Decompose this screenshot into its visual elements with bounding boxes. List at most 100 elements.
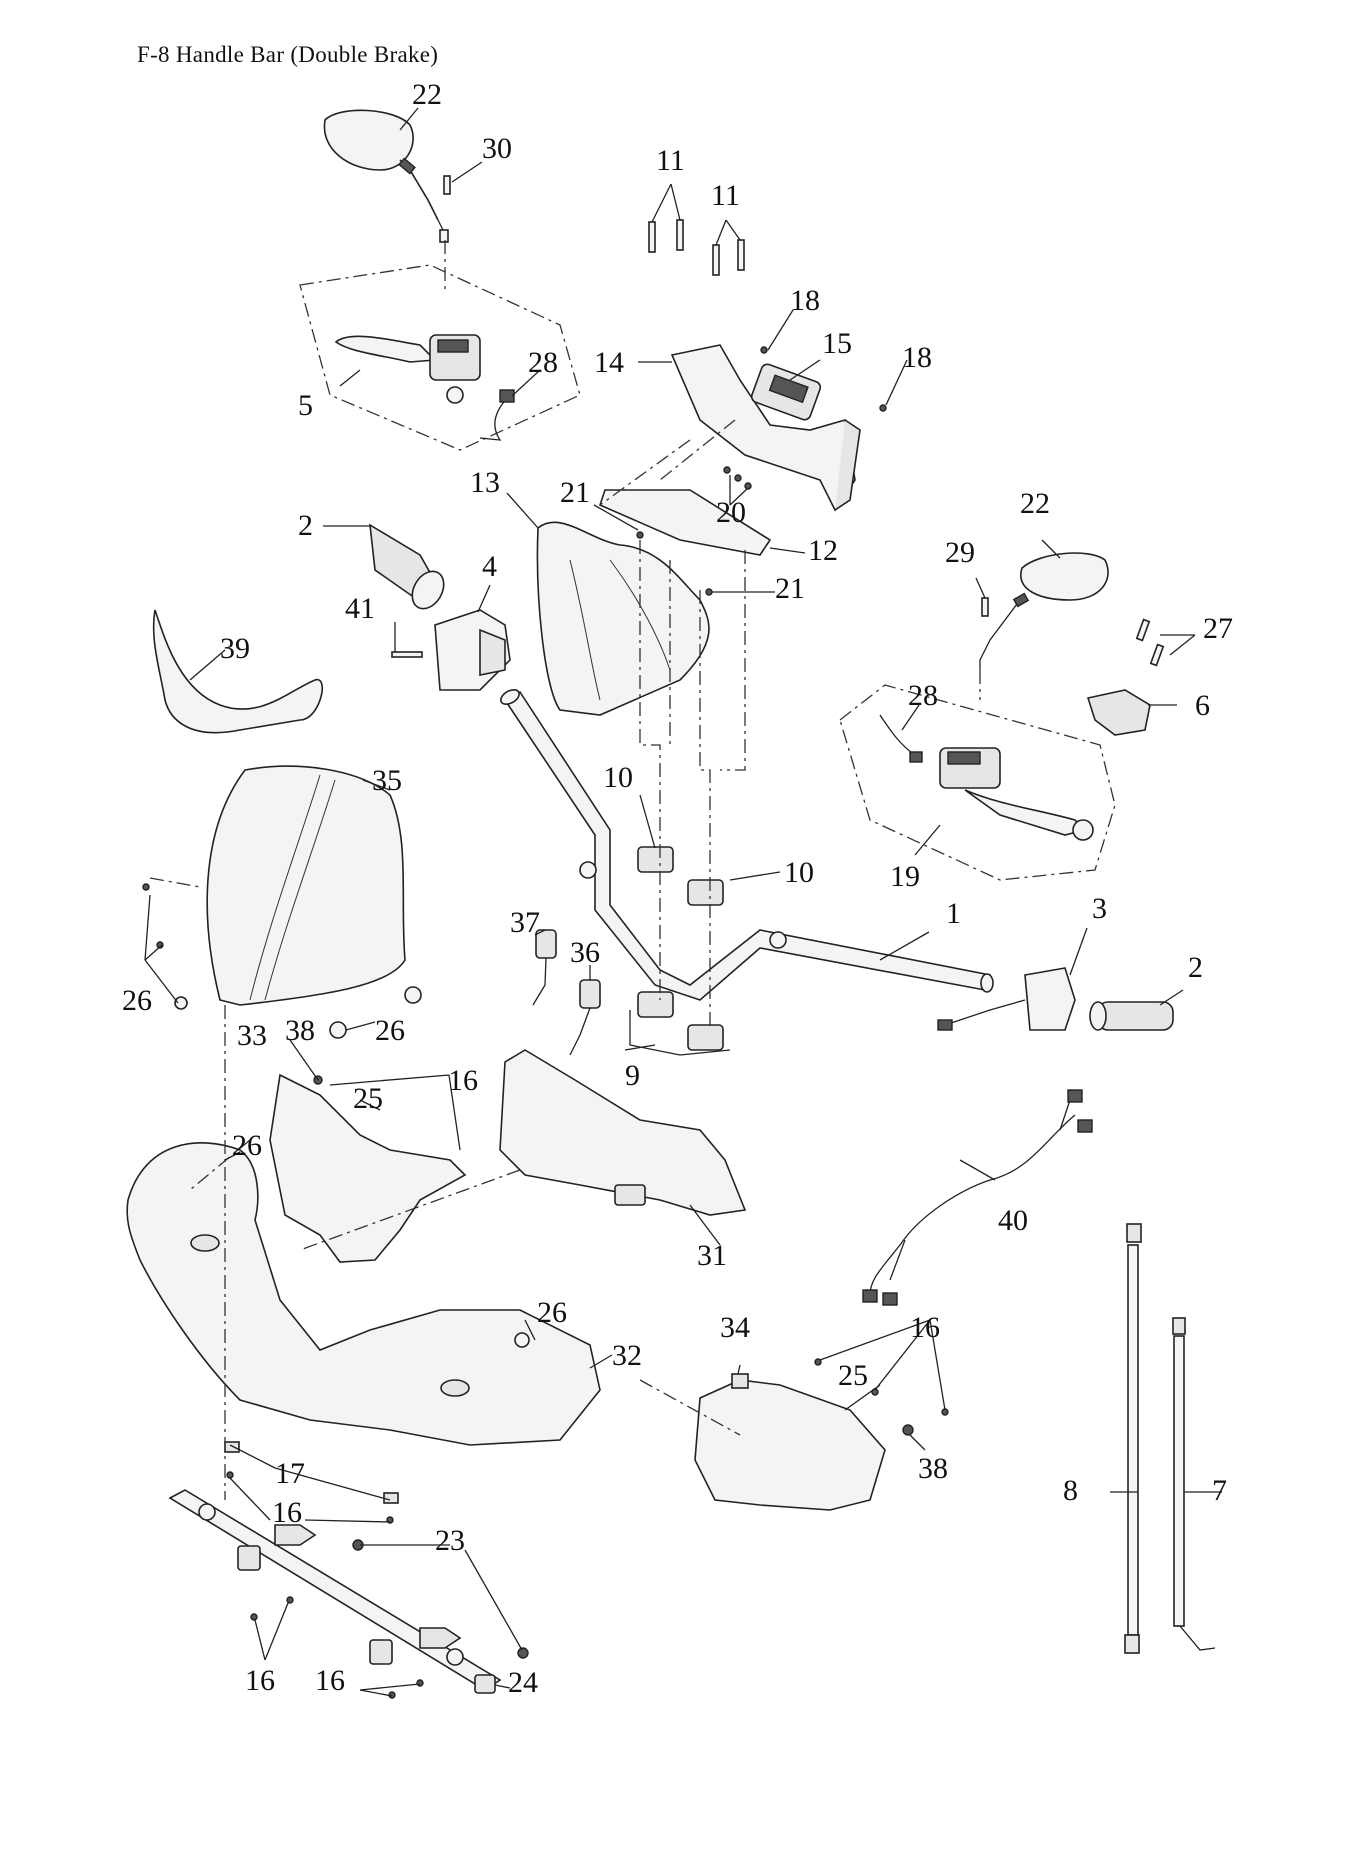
callout-17: 17 [275, 1457, 305, 1490]
callout-10-lower: 10 [784, 856, 814, 889]
callout-3: 3 [1092, 892, 1107, 925]
callout-41: 41 [345, 592, 375, 625]
headlight-cover-13-part [536, 521, 710, 716]
callout-26-d: 26 [537, 1296, 567, 1329]
screw-41-part [391, 651, 423, 658]
callout-29: 29 [945, 536, 975, 569]
bracket-bar-24-part [168, 1489, 502, 1694]
screws-16-right-part [814, 1358, 949, 1416]
mirror-right-part [979, 552, 1109, 670]
callout-19: 19 [890, 860, 920, 893]
callout-1: 1 [946, 897, 961, 930]
screw-18-right-part [879, 404, 887, 412]
callout-9: 9 [625, 1059, 640, 1092]
callout-4: 4 [482, 550, 497, 583]
callout-7: 7 [1212, 1474, 1227, 1507]
rivet-26-part [404, 986, 422, 1004]
grip-left-part [369, 523, 445, 610]
callout-38-upper: 38 [285, 1014, 315, 1047]
callout-11-left: 11 [656, 144, 685, 177]
callout-12: 12 [808, 534, 838, 567]
callout-22-right: 22 [1020, 487, 1050, 520]
cable-8-part [1124, 1223, 1142, 1654]
callout-16-c: 16 [272, 1496, 302, 1529]
screws-20-part [723, 466, 752, 490]
callout-39: 39 [220, 632, 250, 665]
rivet-26-front-part [514, 1332, 530, 1348]
screws-26-left-part [142, 883, 188, 1010]
callout-20: 20 [716, 496, 746, 529]
switch-4-part [434, 609, 511, 691]
callout-10-upper: 10 [603, 761, 633, 794]
diagram-title: F-8 Handle Bar (Double Brake) [137, 42, 439, 67]
callout-5: 5 [298, 389, 313, 422]
windshield-35-part [206, 765, 406, 1006]
callout-28-left: 28 [528, 346, 558, 379]
callout-16-a: 16 [448, 1064, 478, 1097]
mirror-left-part [323, 109, 449, 243]
cover-31-part [499, 1049, 747, 1216]
meter-15-part [750, 363, 822, 421]
callout-32: 32 [612, 1339, 642, 1372]
callout-18-right: 18 [902, 341, 932, 374]
panel-33-part [269, 1073, 467, 1263]
screw-21-right-part [705, 588, 713, 596]
socket-36-part [569, 979, 601, 1056]
clips-17-part [224, 1441, 399, 1504]
switch-28-right-part [909, 751, 923, 763]
leader-lines [144, 107, 1222, 1697]
fairing-badge-left [190, 1234, 220, 1252]
clamp-9-bracket-lines [629, 1010, 731, 1056]
callout-38-lower: 38 [918, 1452, 948, 1485]
visor-39-part [152, 609, 323, 734]
callout-25-left: 25 [353, 1082, 383, 1115]
bolt-30-part [443, 175, 451, 195]
bolts-27-part [1135, 618, 1165, 667]
callout-27: 27 [1203, 612, 1233, 645]
bolts-11-part [648, 219, 745, 276]
callout-2-right: 2 [1188, 951, 1203, 984]
grip-right-part [1089, 1001, 1174, 1031]
callout-34: 34 [720, 1311, 750, 1344]
callout-37: 37 [510, 906, 540, 939]
cable-7-part [1172, 1317, 1216, 1651]
upper-cover-14-part [670, 344, 861, 512]
brake-lever-left-part [334, 334, 481, 404]
callout-22-left: 22 [412, 78, 442, 111]
front-fairing-32-part [126, 1142, 601, 1446]
nut-38-lower-part [902, 1424, 914, 1436]
callout-26-a: 26 [122, 984, 152, 1017]
callout-labels: 1 2 2 3 4 5 6 7 8 9 10 10 11 11 12 13 14… [122, 78, 1233, 1699]
callout-36: 36 [570, 936, 600, 969]
callout-21-lower: 21 [775, 572, 805, 605]
callout-35: 35 [372, 764, 402, 797]
callout-24: 24 [508, 1666, 538, 1699]
lever-right-enclosure [839, 684, 1116, 881]
callout-2-left: 2 [298, 509, 313, 542]
switch-28-left-part [499, 389, 515, 403]
rivet-26-lower-part [329, 1021, 347, 1039]
assembly-dash-lines [149, 240, 981, 1500]
callout-16-d: 16 [245, 1664, 275, 1697]
switch-wire-28-right [879, 714, 916, 756]
callout-15: 15 [822, 327, 852, 360]
callout-11-right: 11 [711, 179, 740, 212]
connector-34-part [731, 1373, 749, 1389]
callout-6: 6 [1195, 689, 1210, 722]
callout-14: 14 [594, 346, 624, 379]
callout-28-right: 28 [908, 679, 938, 712]
clamps-10-part [637, 846, 724, 1051]
callout-26-b: 26 [375, 1014, 405, 1047]
switch-3-part [937, 967, 1076, 1031]
socket-37-part [532, 929, 557, 1006]
callout-16-b: 16 [910, 1311, 940, 1344]
handlebar-1-part [500, 688, 994, 1001]
harness-40-part [862, 1089, 1093, 1306]
callout-31: 31 [697, 1239, 727, 1272]
callout-16-e: 16 [315, 1664, 345, 1697]
bolt-29-part [981, 597, 989, 617]
callout-30: 30 [482, 132, 512, 165]
damper-23-part [274, 1524, 529, 1659]
